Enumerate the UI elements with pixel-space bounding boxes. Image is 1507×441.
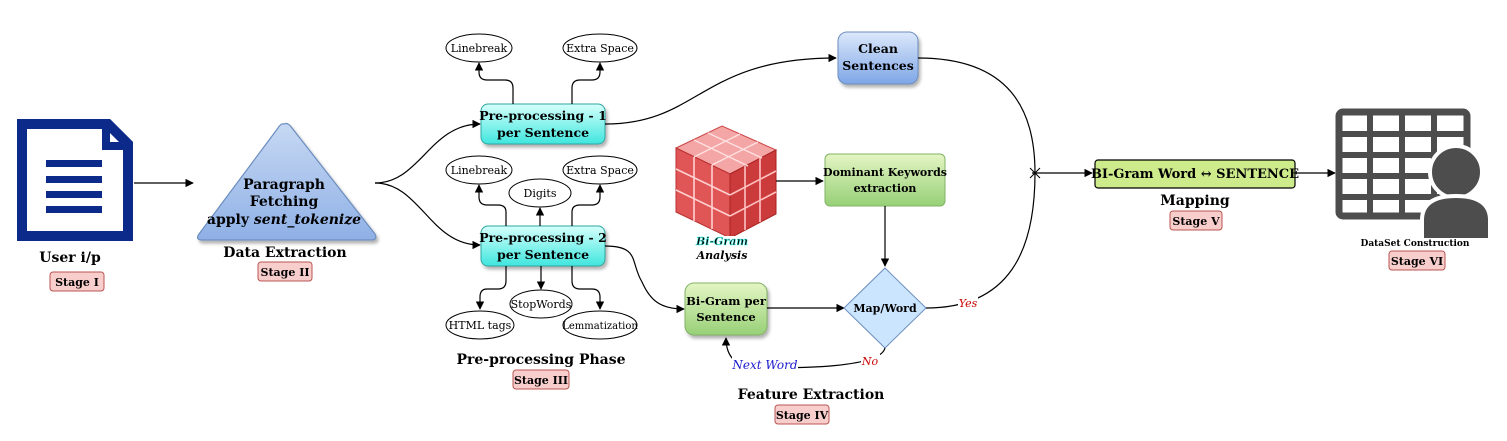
stage-4-badge: Stage IV — [774, 404, 830, 425]
dominant-keywords-box — [824, 153, 946, 207]
paragraph-line1: Paragraph — [243, 177, 325, 193]
pre1-line1: Pre-processing - 1 — [479, 108, 607, 123]
stage-3-badge: Stage III — [512, 369, 570, 390]
stage-6-text: Stage VI — [1391, 255, 1443, 268]
bigram-analysis-line2: Analysis — [696, 249, 748, 262]
user-input-label: User i/p — [39, 250, 101, 266]
user-silhouette-icon — [1420, 144, 1492, 242]
paragraph-line2: Fetching — [250, 194, 319, 210]
pre1-extraspace-ellipse — [562, 33, 638, 63]
pre2-stopwords-label: StopWords — [511, 298, 572, 311]
stage-3-text: Stage III — [514, 374, 568, 387]
paragraph-fetching-triangle — [196, 122, 377, 241]
bigram-per-sentence-line2: Sentence — [696, 310, 755, 324]
edge-pre2-linebreak — [474, 184, 507, 226]
map-word-label: Map/Word — [853, 302, 917, 315]
pre2-linebreak-ellipse — [445, 155, 513, 185]
stage-2-text: Stage II — [261, 266, 310, 279]
edge-pre2-lemmatization — [571, 266, 605, 310]
pre2-digits-label: Digits — [524, 187, 557, 200]
edge-pre1-to-clean — [604, 53, 837, 125]
bigram-per-sentence-box — [684, 282, 768, 336]
stage-5-text: Stage V — [1172, 215, 1220, 228]
edge-pre2-to-bigram — [604, 245, 685, 314]
pre1-linebreak-label: Linebreak — [451, 42, 508, 55]
no-label-bg — [861, 354, 880, 368]
stage-6-badge: Stage VI — [1388, 250, 1446, 271]
edge-pre1-extraspace — [571, 62, 605, 104]
next-word-label: Next Word — [731, 358, 797, 372]
next-word-label-bg — [732, 357, 798, 372]
bigram-cube-icon — [674, 125, 778, 239]
edge-clean-to-merge — [917, 57, 1036, 174]
mapping-label: BI-Gram Word ↔ SENTENCE — [1091, 167, 1299, 182]
yes-label-bg — [958, 297, 978, 311]
pre1-extraspace-label: Extra Space — [566, 42, 634, 55]
pre1-line2: per Sentence — [497, 125, 589, 140]
bigram-analysis-label-bg — [697, 236, 749, 262]
clean-line1: Clean — [858, 41, 898, 56]
pre2-extraspace-ellipse — [562, 155, 638, 185]
pre2-line2: per Sentence — [497, 247, 589, 262]
edge-pre2-extraspace — [571, 184, 605, 226]
pre2-stopwords-ellipse — [509, 289, 573, 319]
feature-extraction-caption: Feature Extraction — [738, 387, 885, 403]
merge-junction — [1029, 167, 1041, 179]
clean-line2: Sentences — [842, 58, 913, 73]
edge-pre1-linebreak — [474, 62, 514, 104]
stage-2-badge: Stage II — [257, 261, 313, 282]
stage-1-text: Stage I — [55, 276, 99, 289]
stage-1-badge: Stage I — [49, 271, 105, 292]
pre2-linebreak-label: Linebreak — [451, 164, 508, 177]
mapping-caption: Mapping — [1160, 193, 1230, 209]
edge-yes-to-merge — [925, 172, 1036, 309]
pre2-lemmatization-ellipse — [562, 310, 638, 340]
mapping-box — [1094, 159, 1296, 189]
dominant-line2: extraction — [854, 182, 917, 195]
paragraph-line3: apply sent_tokenize — [207, 212, 361, 228]
edge-paragraph-to-pre2 — [374, 182, 481, 250]
pre2-htmltags-label: HTML tags — [449, 319, 512, 332]
pre2-lemmatization-label: Lemmatization — [562, 321, 638, 332]
pre1-linebreak-ellipse — [445, 33, 513, 63]
data-extraction-caption: Data Extraction — [223, 245, 346, 261]
pre2-extraspace-label: Extra Space — [566, 164, 634, 177]
dataset-caption: DataSet Construction — [1361, 239, 1470, 249]
dominant-line1: Dominant Keywords — [823, 166, 947, 179]
pre2-htmltags-ellipse — [445, 310, 515, 340]
preprocessing-phase-caption: Pre-processing Phase — [456, 352, 625, 368]
bigram-per-sentence-line1: Bi-Gram per — [686, 294, 767, 308]
no-label: No — [861, 355, 879, 368]
pre2-digits-ellipse — [508, 178, 572, 208]
bigram-analysis-line1: Bi-Gram — [695, 235, 748, 248]
edge-paragraph-to-pre1 — [374, 119, 481, 184]
stage-4-text: Stage IV — [776, 409, 829, 422]
pre2-line1: Pre-processing - 2 — [479, 230, 607, 245]
yes-label: Yes — [959, 297, 978, 310]
document-icon — [17, 119, 133, 241]
edge-pre2-htmltags — [475, 266, 507, 310]
stage-5-badge: Stage V — [1169, 210, 1223, 231]
